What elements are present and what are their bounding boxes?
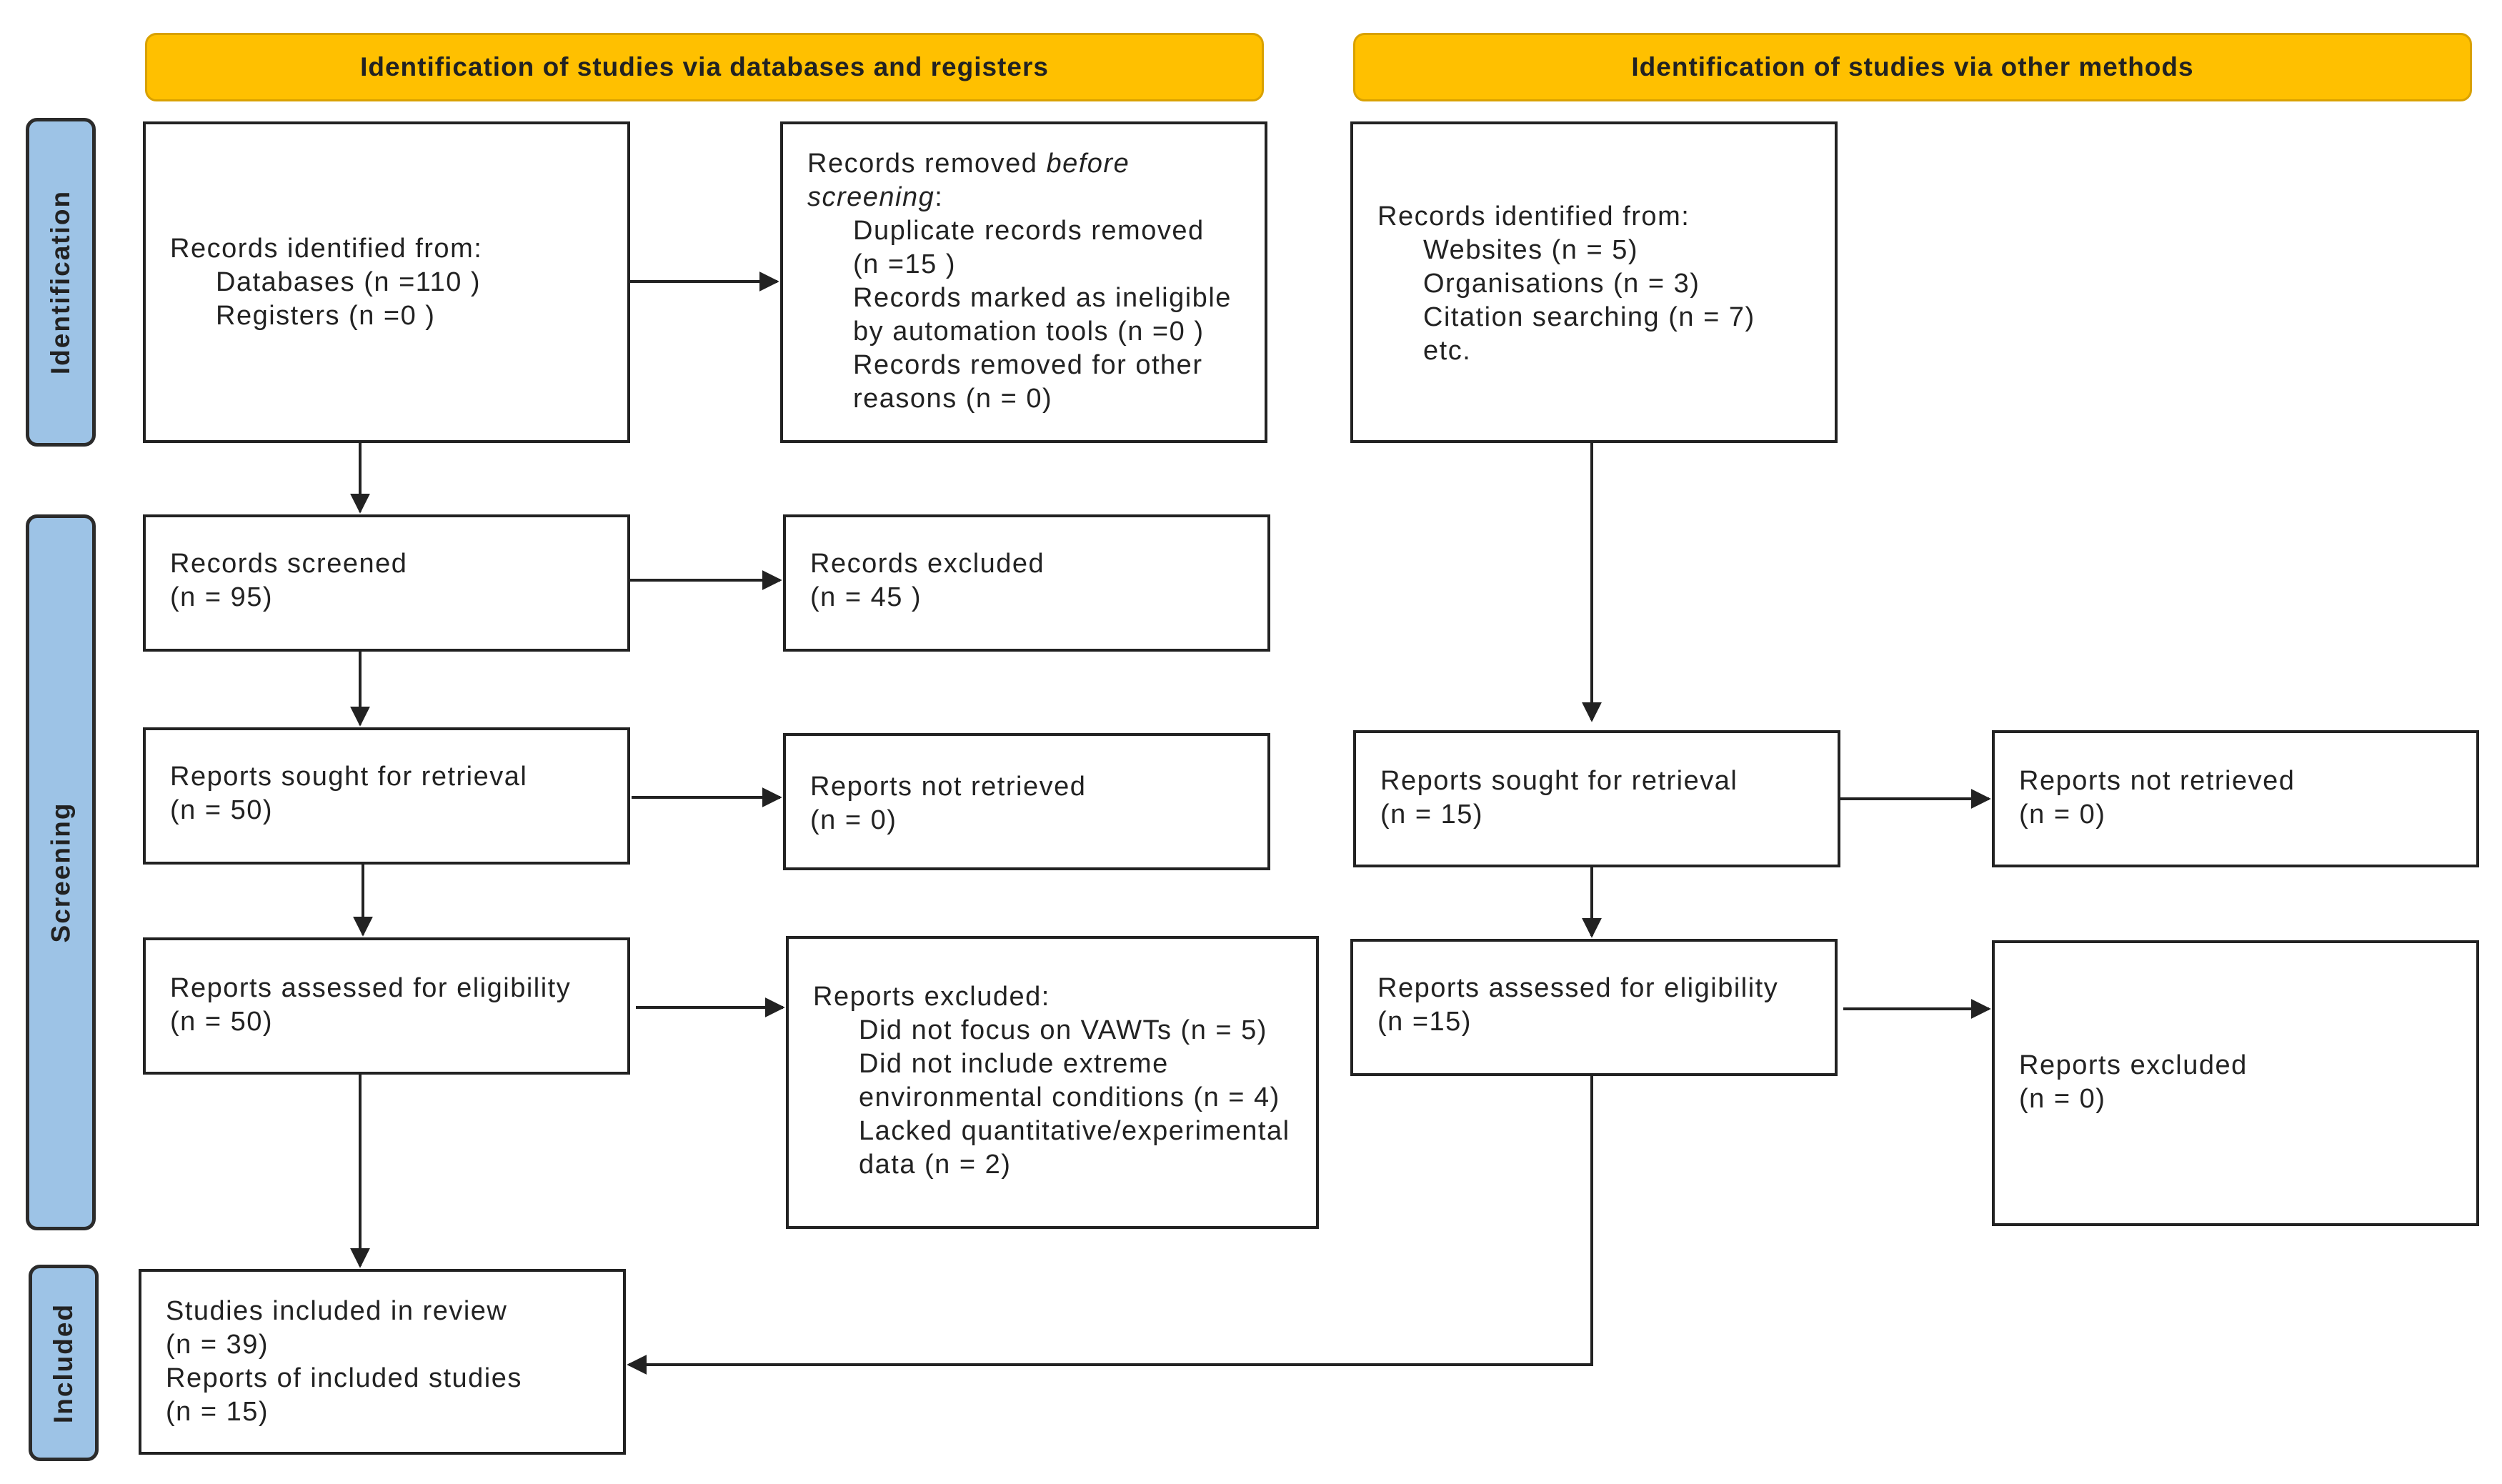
reports-sought-label: Reports sought for retrieval [1380,766,1738,796]
websites-count: Websites (n = 5) [1423,235,1639,265]
reports-sought-label: Reports sought for retrieval [170,762,528,792]
box-title-line2: screening: [807,181,1243,214]
phase-included: Included [29,1265,99,1461]
ineligible-records-count: by automation tools (n =0 ) [853,317,1205,347]
exclusion-reason-data-a: Lacked quantitative/experimental [859,1116,1290,1146]
box-reports-excluded-other: Reports excluded (n = 0) [1992,940,2479,1226]
reports-sought-count: (n = 15) [1380,800,1484,830]
reports-not-retrieved-count: (n = 0) [810,805,897,835]
title-em-before: before [1046,149,1130,179]
reports-included-count: (n = 15) [166,1397,269,1427]
box-title: Reports excluded: [813,982,1050,1012]
title-part-a: Records removed [807,149,1047,179]
reports-excluded-label: Reports excluded [2019,1050,2248,1080]
header-other-methods: Identification of studies via other meth… [1353,33,2472,101]
arrow-assessed-other-to-included [627,1076,1593,1375]
exclusion-reason-extreme-a: Did not include extreme [859,1049,1169,1079]
header-databases: Identification of studies via databases … [145,33,1264,101]
reports-included-label: Reports of included studies [166,1363,522,1393]
phase-identification: Identification [26,118,96,447]
box-title: Records removed before [807,147,1243,181]
duplicate-records-line: Duplicate records removed [853,216,1205,246]
exclusion-reason-extreme-b: environmental conditions (n = 4) [859,1082,1280,1112]
studies-included-label: Studies included in review [166,1296,508,1326]
box-reports-excluded-databases: Reports excluded: Did not focus on VAWTs… [786,936,1319,1229]
title-colon: : [934,182,944,212]
records-excluded-label: Records excluded [810,549,1045,579]
phase-screening: Screening [26,514,96,1230]
etc-line: etc. [1423,336,1472,366]
reports-not-retrieved-count: (n = 0) [2019,800,2106,830]
duplicate-records-count: (n =15 ) [853,249,957,279]
reports-assessed-label: Reports assessed for eligibility [170,973,572,1003]
header-other-methods-label: Identification of studies via other meth… [1631,52,2194,81]
records-excluded-count: (n = 45 ) [810,582,922,612]
box-title: Records identified from: [170,233,483,264]
reports-assessed-count: (n = 50) [170,1007,274,1037]
box-reports-sought-databases: Reports sought for retrieval (n = 50) [143,727,630,865]
box-records-excluded: Records excluded (n = 45 ) [783,514,1270,652]
exclusion-reason-data-b: data (n = 2) [859,1150,1012,1180]
box-records-removed: Records removed before screening: Duplic… [780,121,1267,443]
ineligible-records-line: Records marked as ineligible [853,283,1232,313]
other-reasons-count: reasons (n = 0) [853,384,1053,414]
databases-count: Databases (n =110 ) [216,267,482,297]
reports-sought-count: (n = 50) [170,795,274,825]
records-screened-label: Records screened [170,549,408,579]
box-studies-included: Studies included in review (n = 39) Repo… [139,1269,626,1455]
exclusion-reason-vawt: Did not focus on VAWTs (n = 5) [859,1015,1267,1045]
box-records-identified-other: Records identified from: Websites (n = 5… [1350,121,1838,443]
title-em-screening: screening [807,182,935,212]
box-records-identified-databases: Records identified from: Databases (n =1… [143,121,630,443]
box-reports-not-retrieved-databases: Reports not retrieved (n = 0) [783,733,1270,870]
box-reports-assessed-databases: Reports assessed for eligibility (n = 50… [143,937,630,1075]
studies-included-count: (n = 39) [166,1330,269,1360]
citation-searching-count: Citation searching (n = 7) [1423,302,1755,332]
records-screened-count: (n = 95) [170,582,274,612]
other-reasons-line: Records removed for other [853,350,1203,380]
header-databases-label: Identification of studies via databases … [360,52,1049,81]
box-title: Records identified from: [1377,201,1690,231]
reports-assessed-count: (n =15) [1377,1007,1472,1037]
box-reports-assessed-other: Reports assessed for eligibility (n =15) [1350,939,1838,1076]
registers-count: Registers (n =0 ) [216,300,436,331]
reports-not-retrieved-label: Reports not retrieved [810,772,1087,802]
organisations-count: Organisations (n = 3) [1423,269,1700,299]
reports-not-retrieved-label: Reports not retrieved [2019,766,2296,796]
box-reports-sought-other: Reports sought for retrieval (n = 15) [1353,730,1840,867]
box-reports-not-retrieved-other: Reports not retrieved (n = 0) [1992,730,2479,867]
reports-assessed-label: Reports assessed for eligibility [1377,973,1779,1003]
box-records-screened: Records screened (n = 95) [143,514,630,652]
reports-excluded-count: (n = 0) [2019,1084,2106,1114]
